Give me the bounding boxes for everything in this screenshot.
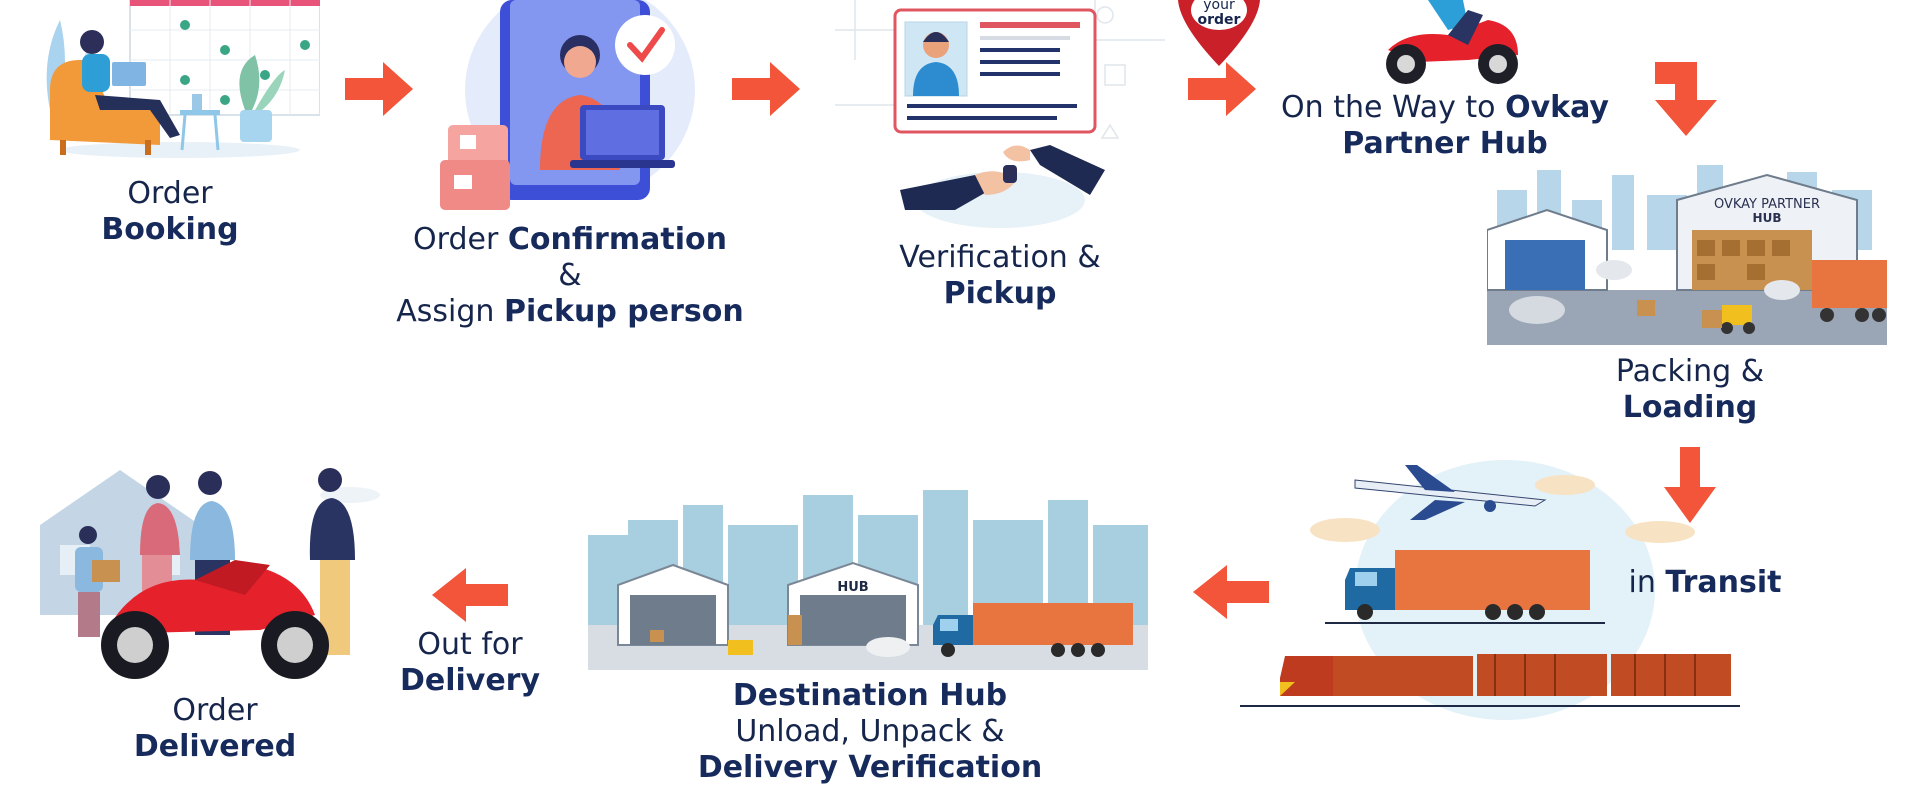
confirmation-illustration	[440, 0, 700, 215]
booking-line1: Order	[127, 176, 213, 211]
arrow-right-1	[345, 58, 415, 120]
confirmation-line1: Order Confirmation	[380, 222, 760, 258]
caption-destination: Destination Hub Unload, Unpack & Deliver…	[640, 678, 1100, 786]
arrow-right-2	[732, 58, 802, 120]
packing-bold: Loading	[1622, 390, 1758, 425]
destination-hub-illustration: HUB	[588, 485, 1148, 670]
verification-pre: Verification &	[899, 240, 1101, 275]
delivered-bold: Delivered	[133, 729, 297, 764]
confirmation-pre: Order	[413, 222, 508, 257]
destination-bold: Destination Hub	[732, 678, 1008, 713]
caption-transit: in Transit	[1605, 565, 1805, 601]
on-the-way-bold1: Ovkay	[1505, 90, 1609, 125]
booking-illustration	[30, 0, 320, 160]
confirmation-line3: Assign Pickup person	[380, 294, 760, 330]
caption-on-the-way: On the Way to Ovkay Partner Hub	[1265, 90, 1625, 162]
confirmation-bold1: Confirmation	[507, 222, 727, 257]
arrow-left-1	[1193, 563, 1269, 621]
packing-pre: Packing &	[1615, 354, 1765, 389]
partner-hub-illustration: OVKAY PARTNER HUB	[1487, 160, 1887, 345]
confirmation-bold2: Pickup person	[503, 294, 744, 329]
hub-sign-line1: OVKAY PARTNER	[1714, 197, 1820, 212]
destination-hub-sign: HUB	[837, 580, 868, 595]
delivered-pre: Order	[172, 693, 258, 728]
caption-out-for-delivery: Out for Delivery	[380, 627, 560, 699]
delivered-illustration	[30, 465, 405, 690]
on-the-way-bold2: Partner Hub	[1342, 126, 1548, 161]
rider-motorbike-illustration	[1368, 0, 1528, 88]
caption-packing: Packing & Loading	[1540, 354, 1840, 426]
pin-line1: your	[1203, 0, 1235, 13]
caption-verification: Verification & Pickup	[850, 240, 1150, 312]
transit-line: in Transit	[1605, 565, 1805, 601]
confirmation-pre2: Assign	[396, 294, 504, 329]
arrow-down-2	[1664, 447, 1716, 523]
confirmation-amp: &	[558, 258, 582, 293]
on-the-way-line1: On the Way to Ovkay	[1265, 90, 1625, 126]
out-for-delivery-pre: Out for	[417, 627, 523, 662]
arrow-right-3	[1188, 58, 1258, 120]
caption-order-confirmation: Order Confirmation & Assign Pickup perso…	[380, 222, 760, 330]
transit-pre: in	[1628, 565, 1666, 600]
out-for-delivery-bold: Delivery	[399, 663, 541, 698]
caption-order-booking: Order Booking	[70, 176, 270, 248]
arrow-down-1	[1655, 58, 1725, 138]
verification-bold: Pickup	[943, 276, 1057, 311]
pin-line2: order	[1197, 12, 1241, 28]
transit-illustration	[1235, 460, 1745, 725]
hub-sign-line2: HUB	[1753, 211, 1782, 225]
destination-line3: Delivery Verification	[697, 750, 1043, 785]
map-pin-text: your order	[1178, 0, 1260, 28]
arrow-left-2	[432, 566, 508, 624]
map-pin-icon: your order	[1178, 0, 1260, 68]
verification-illustration	[835, 0, 1165, 235]
transit-bold: Transit	[1665, 565, 1782, 600]
destination-line2: Unload, Unpack &	[735, 714, 1005, 749]
caption-delivered: Order Delivered	[110, 693, 320, 765]
on-the-way-pre: On the Way to	[1281, 90, 1506, 125]
booking-line2: Booking	[101, 212, 239, 247]
